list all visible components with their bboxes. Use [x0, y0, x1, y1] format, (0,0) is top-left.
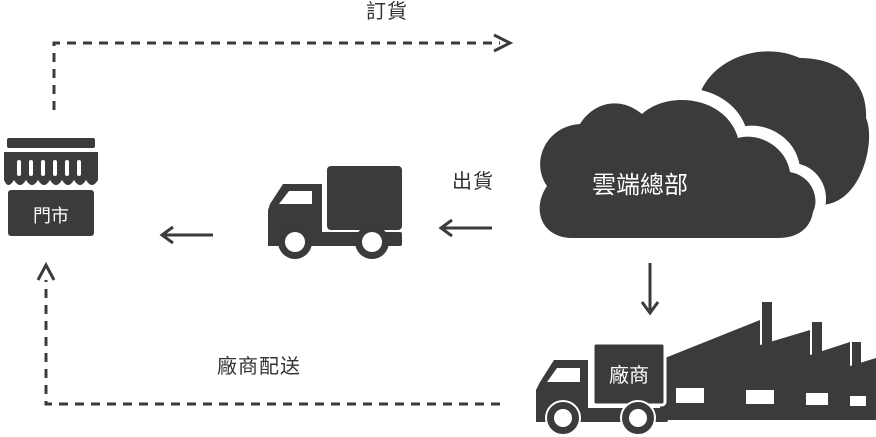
arrow-up-icon — [36, 261, 56, 281]
vendor-label: 廠商 — [609, 363, 649, 387]
ship-label: 出貨 — [452, 169, 494, 193]
factory-truck-icon — [536, 302, 876, 436]
store-label: 門市 — [33, 206, 69, 227]
vendor-delivery-path — [36, 261, 500, 406]
order-label: 訂貨 — [366, 0, 408, 23]
vendor-delivery-label: 廠商配送 — [217, 354, 301, 378]
arrow-left-icon — [438, 218, 492, 238]
arrow-right-icon — [493, 33, 514, 53]
storefront-icon — [4, 138, 98, 236]
cloud-icon — [530, 51, 870, 247]
arrow-down-icon — [640, 263, 660, 316]
delivery-truck-icon — [268, 166, 402, 259]
headquarters-label: 雲端總部 — [592, 171, 688, 199]
order-flow-path — [52, 33, 514, 110]
arrow-left-icon — [159, 225, 213, 245]
